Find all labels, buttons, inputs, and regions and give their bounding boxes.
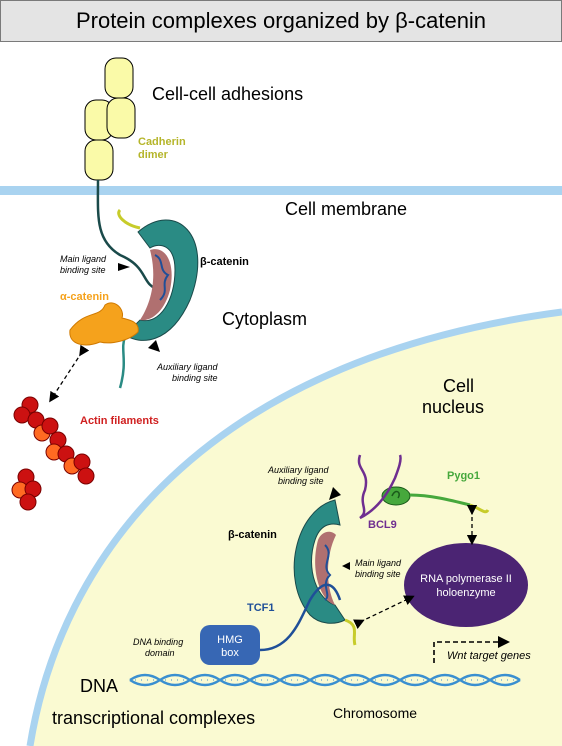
label-rna-pol-2: holoenzyme — [436, 587, 495, 599]
rna-polymerase — [404, 543, 528, 627]
cell-nucleus — [30, 312, 562, 746]
label-nucleus: nucleus — [422, 397, 484, 417]
cadherin-dimer — [84, 57, 161, 292]
main-ligand-arrow-top — [118, 263, 130, 271]
label-box: box — [221, 647, 239, 659]
label-beta-catenin-top: β-catenin — [200, 256, 249, 268]
label-main-ligand-bottom-2: binding site — [355, 569, 401, 579]
bcl9-chain — [357, 454, 402, 520]
label-main-ligand-top-2: binding site — [60, 265, 106, 275]
label-pygo1: Pygo1 — [447, 470, 480, 482]
label-chromosome: Chromosome — [333, 705, 417, 721]
label-dna-binding-2: domain — [145, 648, 175, 658]
label-cytoplasm: Cytoplasm — [222, 309, 307, 329]
label-cadherin-1: Cadherin — [138, 136, 186, 148]
label-dna: DNA — [80, 676, 118, 696]
title-bar: Protein complexes organized by β-catenin — [0, 0, 562, 42]
label-cell-cell-adhesions: Cell-cell adhesions — [152, 84, 303, 104]
label-bcl9: BCL9 — [368, 519, 397, 531]
main-ligand-arrow-bottom — [342, 562, 350, 570]
tcf1-chain — [259, 583, 342, 652]
label-transcriptional-complexes: transcriptional complexes — [52, 708, 255, 728]
cell-membrane — [0, 186, 562, 195]
actin-filaments — [11, 396, 95, 511]
wnt-target-arrow — [433, 641, 500, 663]
label-dna-binding-1: DNA binding — [133, 637, 183, 647]
nuclear-membrane — [26, 308, 562, 746]
label-hmg: HMG — [217, 634, 243, 646]
hmg-box — [200, 625, 260, 665]
label-auxiliary-ligand-bottom-1: Auxiliary ligand — [267, 465, 330, 475]
label-auxiliary-ligand-top-1: Auxiliary ligand — [156, 362, 219, 372]
label-wnt-target-genes: Wnt target genes — [447, 650, 531, 662]
auxiliary-ligand-arrow-top — [148, 340, 160, 352]
wnt-target-arrowhead — [498, 636, 510, 648]
auxiliary-ligand-arrow-bottom — [329, 487, 341, 500]
label-auxiliary-ligand-bottom-2: binding site — [278, 476, 324, 486]
label-cadherin-2: dimer — [138, 149, 169, 161]
label-auxiliary-ligand-top-2: binding site — [172, 373, 218, 383]
catenin-rna-arrow — [353, 595, 415, 629]
alpha-catenin-shape — [69, 302, 139, 346]
label-rna-pol-1: RNA polymerase II — [420, 573, 512, 585]
label-alpha-catenin: α-catenin — [60, 291, 109, 303]
page-title: Protein complexes organized by β-catenin — [75, 8, 487, 33]
label-tcf1: TCF1 — [247, 602, 275, 614]
alpha-actin-arrow — [49, 344, 90, 403]
label-main-ligand-bottom-1: Main ligand — [355, 558, 402, 568]
label-actin-filaments: Actin filaments — [80, 415, 159, 427]
label-cell: Cell — [443, 376, 474, 396]
dna-helix — [129, 673, 521, 687]
label-beta-catenin-bottom: β-catenin — [228, 529, 277, 541]
label-cell-membrane: Cell membrane — [285, 199, 407, 219]
label-main-ligand-top-1: Main ligand — [60, 254, 107, 264]
